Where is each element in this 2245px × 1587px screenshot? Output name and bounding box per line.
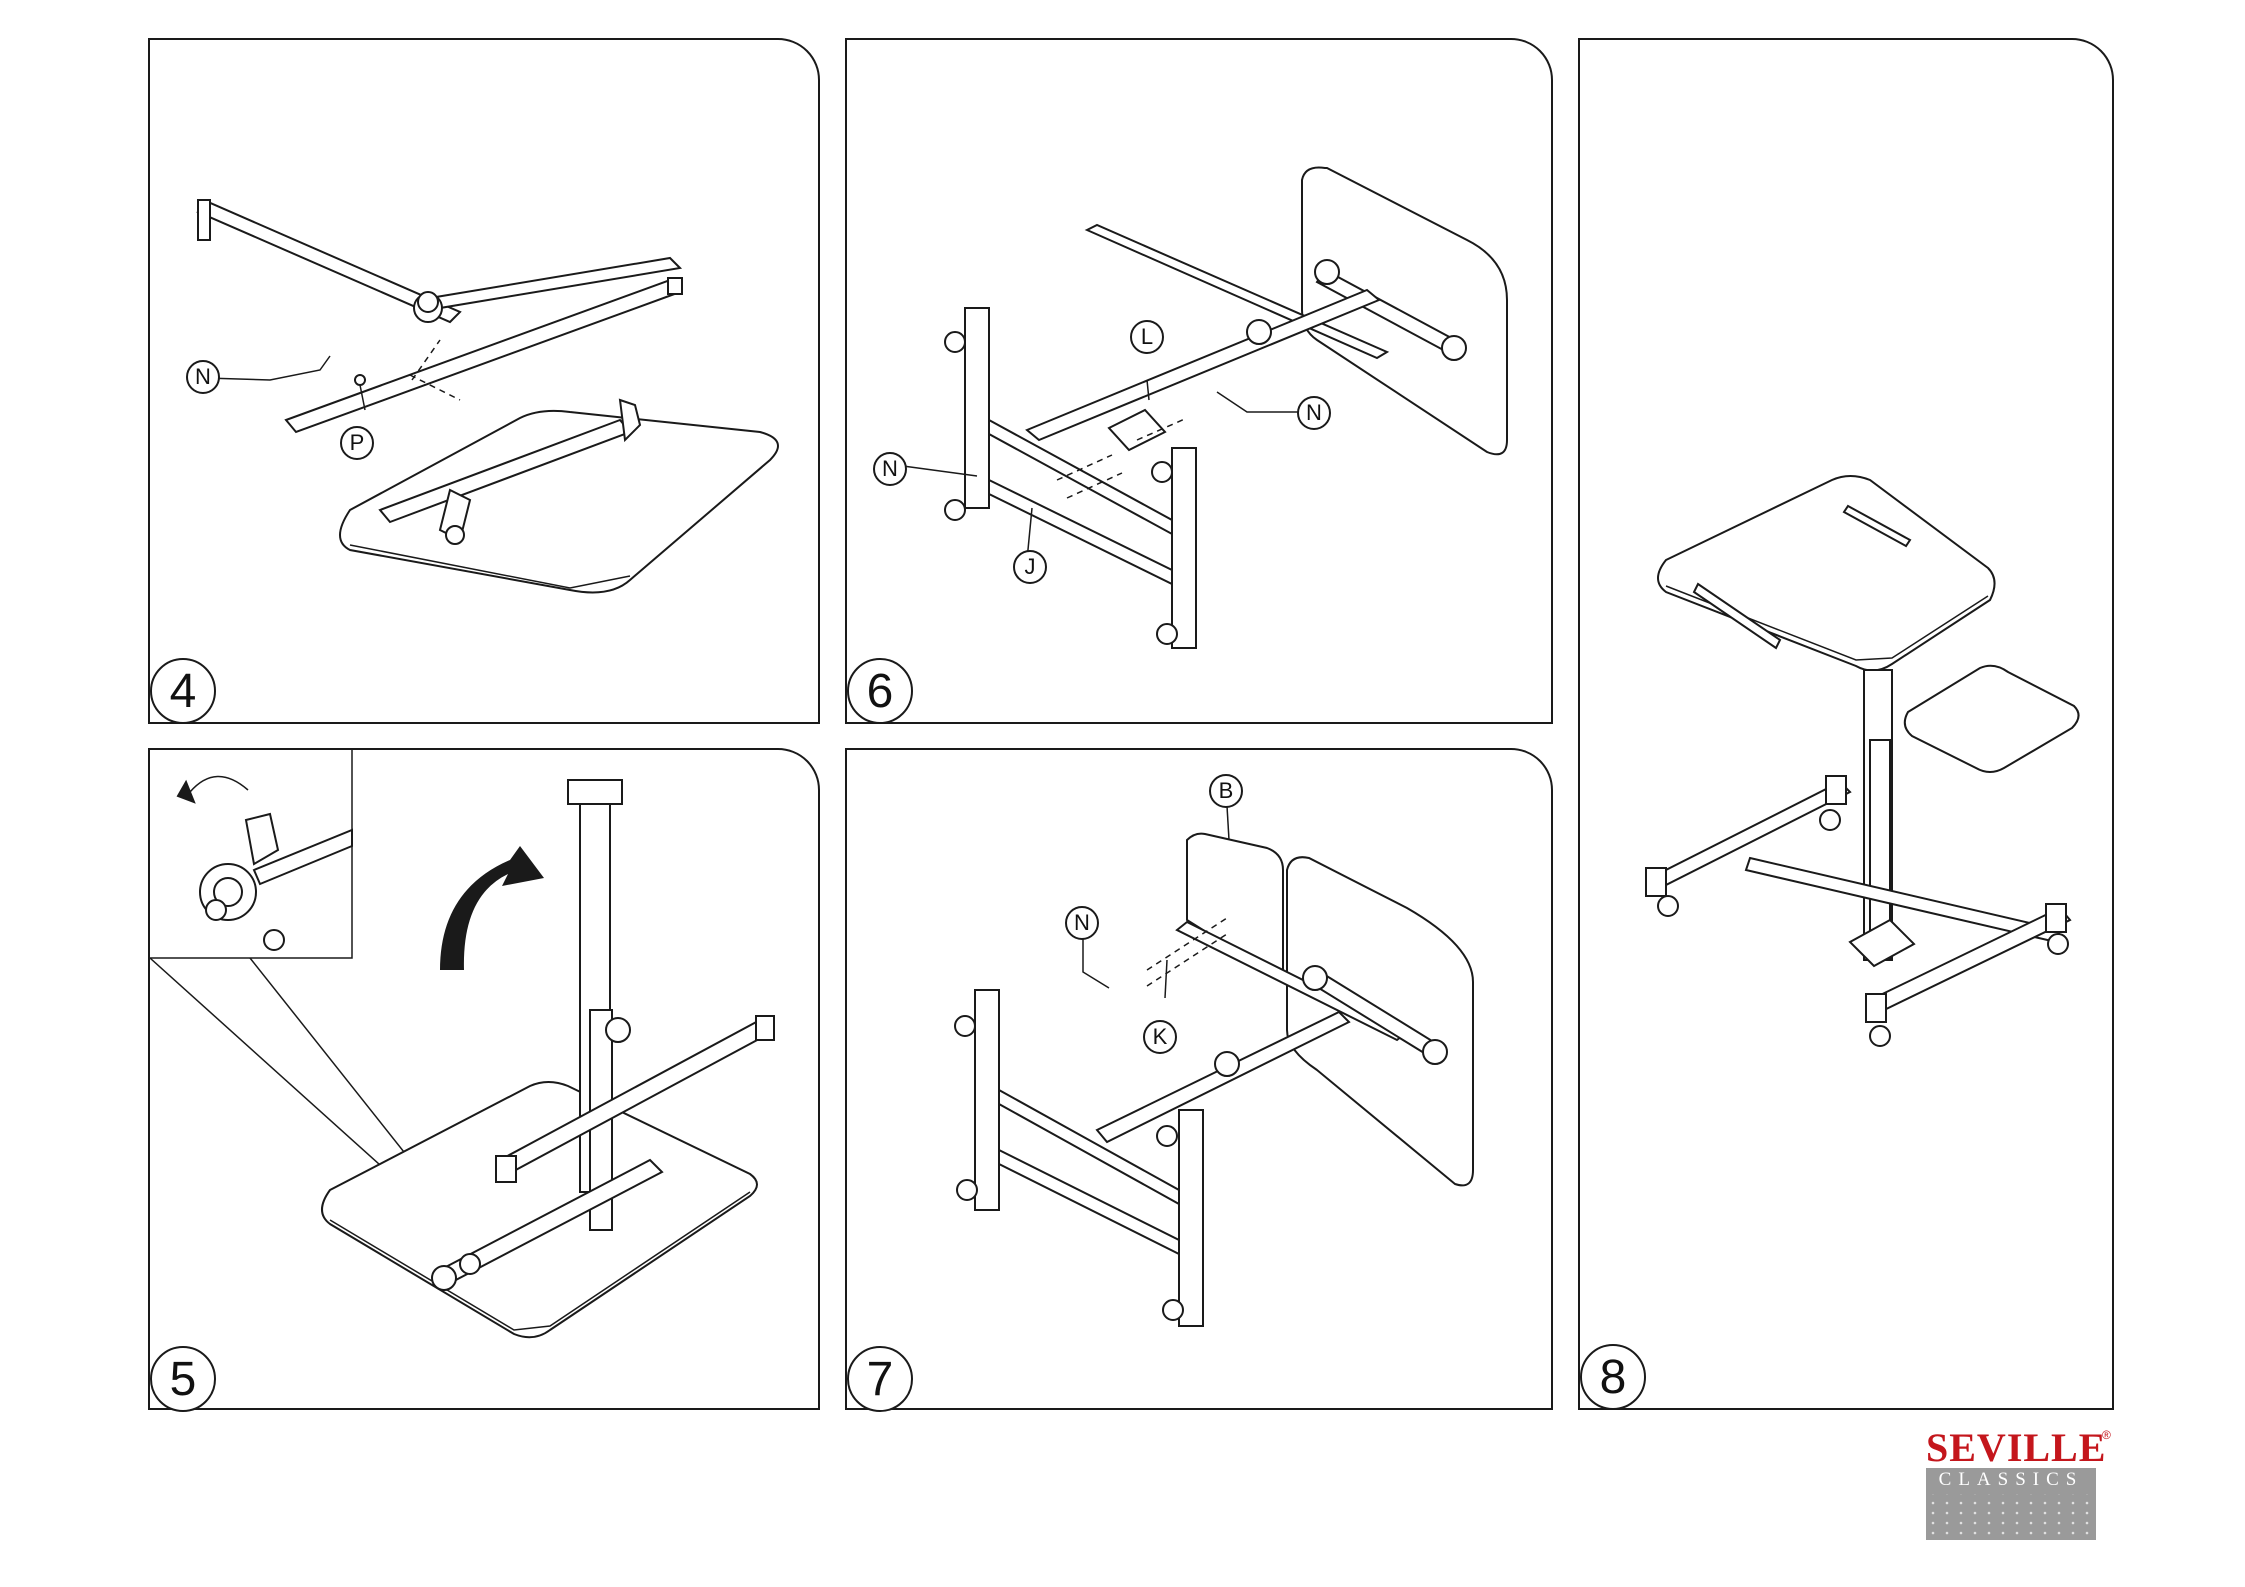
callout-l: L: [1130, 320, 1164, 354]
step-number: 7: [847, 1346, 913, 1412]
step-number: 5: [150, 1346, 216, 1412]
callout-p: P: [340, 426, 374, 460]
callout-n: N: [873, 452, 907, 486]
step-4-panel: N P 4: [148, 38, 820, 724]
callout-j: J: [1013, 550, 1047, 584]
dot-pattern: [1926, 1468, 2096, 1540]
brand-logo: SEVILLE ® CLASSICS: [1926, 1430, 2112, 1540]
step-8-panel: 8: [1578, 38, 2114, 1410]
callout-n: N: [186, 360, 220, 394]
step-number: 8: [1580, 1344, 1646, 1410]
step-7-panel: B N K 7: [845, 748, 1553, 1410]
step-8-illustration: [1580, 40, 2116, 1412]
registered-mark: ®: [2102, 1428, 2111, 1442]
step-number: 6: [847, 658, 913, 724]
step-6-illustration: [847, 40, 1555, 726]
callout-n: N: [1065, 906, 1099, 940]
step-5-illustration: [150, 750, 822, 1412]
step-7-illustration: [847, 750, 1555, 1412]
step-6-panel: L N N J 6: [845, 38, 1553, 724]
callout-n: N: [1297, 396, 1331, 430]
brand-box: CLASSICS: [1926, 1468, 2096, 1540]
brand-name: SEVILLE: [1926, 1430, 2112, 1466]
callout-k: K: [1143, 1020, 1177, 1054]
step-number: 4: [150, 658, 216, 724]
callout-b: B: [1209, 774, 1243, 808]
step-5-panel: 5: [148, 748, 820, 1410]
step-4-illustration: [150, 40, 822, 726]
